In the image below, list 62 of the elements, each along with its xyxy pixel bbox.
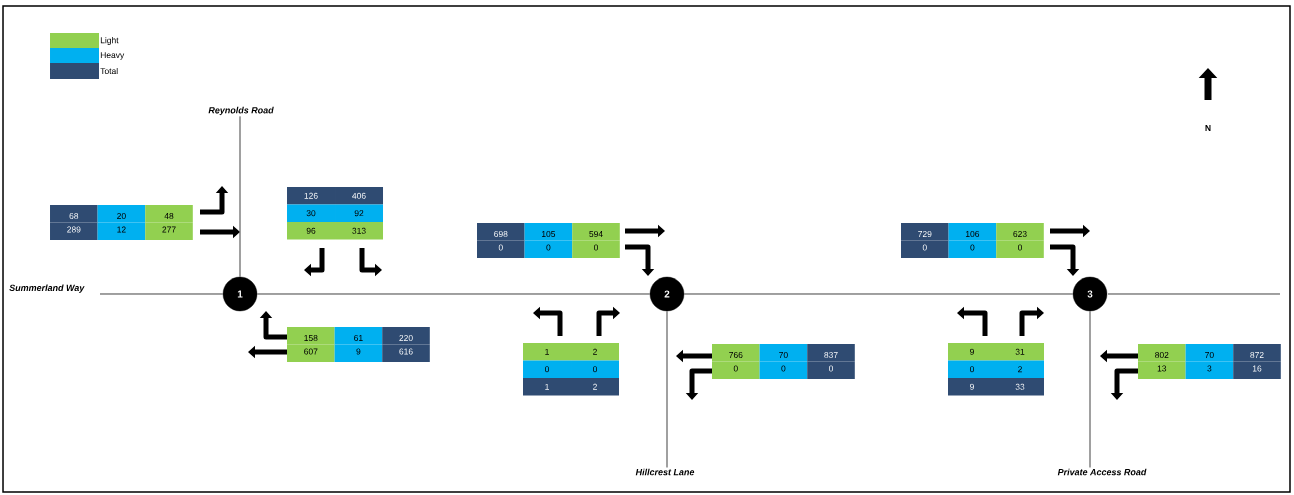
count-cell: 0 xyxy=(901,240,949,258)
road-line xyxy=(239,115,241,278)
road-name: Summerland Way xyxy=(9,284,85,293)
count-cell: 607 xyxy=(287,344,335,362)
count-cell: 837 xyxy=(807,344,855,362)
count-cell: 594 xyxy=(572,223,620,241)
count-cell: 623 xyxy=(996,223,1044,241)
count-cell: 616 xyxy=(382,344,430,362)
count-cell: 802 xyxy=(1138,344,1186,362)
count-cell: 20 xyxy=(97,205,146,223)
count-cell: 126 xyxy=(287,187,335,205)
road-line xyxy=(1089,310,1091,468)
count-cell: 2 xyxy=(996,360,1044,378)
count-cell: 30 xyxy=(287,204,335,222)
count-cell: 0 xyxy=(948,360,996,378)
count-cell: 0 xyxy=(523,360,571,378)
count-cell: 48 xyxy=(145,205,193,223)
count-cell: 158 xyxy=(287,327,335,345)
count-cell: 0 xyxy=(948,240,997,258)
count-cell: 2 xyxy=(571,343,619,361)
count-cell: 277 xyxy=(145,222,193,240)
count-cell: 70 xyxy=(1185,344,1234,362)
count-cell: 0 xyxy=(712,361,760,379)
road-line xyxy=(256,293,651,295)
count-cell: 289 xyxy=(50,222,98,240)
count-cell: 3 xyxy=(1185,361,1234,379)
legend-label: Heavy xyxy=(100,52,125,60)
count-cell: 0 xyxy=(571,360,619,378)
count-cell: 0 xyxy=(759,361,808,379)
count-cell: 61 xyxy=(334,327,383,345)
count-cell: 70 xyxy=(759,344,808,362)
count-cell: 220 xyxy=(382,327,430,345)
count-cell: 105 xyxy=(524,223,573,241)
legend-label: Light xyxy=(100,37,119,45)
road-line xyxy=(99,293,224,295)
count-cell: 12 xyxy=(97,222,146,240)
road-name: Reynolds Road xyxy=(208,106,274,116)
road-line xyxy=(666,310,668,468)
count-cell: 106 xyxy=(948,223,997,241)
count-cell: 872 xyxy=(1233,344,1281,362)
count-cell: 0 xyxy=(807,361,855,379)
count-cell: 766 xyxy=(712,344,760,362)
count-cell: 698 xyxy=(477,223,525,241)
count-cell: 1 xyxy=(523,343,571,361)
count-cell: 13 xyxy=(1138,361,1186,379)
count-cell: 16 xyxy=(1233,361,1281,379)
count-cell: 31 xyxy=(996,343,1044,361)
count-cell: 0 xyxy=(477,240,525,258)
count-cell: 92 xyxy=(335,204,383,222)
count-cell: 729 xyxy=(901,223,949,241)
count-cell: 0 xyxy=(524,240,573,258)
count-cell: 0 xyxy=(572,240,620,258)
road-line xyxy=(683,293,1074,295)
count-cell: 0 xyxy=(996,240,1044,258)
count-cell: 406 xyxy=(335,187,383,205)
count-cell: 9 xyxy=(334,344,383,362)
count-cell: 68 xyxy=(50,205,98,223)
road-name: Private Access Road xyxy=(1057,468,1147,476)
legend-label: Total xyxy=(100,67,118,75)
north-label: N xyxy=(1205,125,1211,131)
road-name: Hillcrest Lane xyxy=(635,468,695,476)
count-cell: 9 xyxy=(948,343,996,361)
